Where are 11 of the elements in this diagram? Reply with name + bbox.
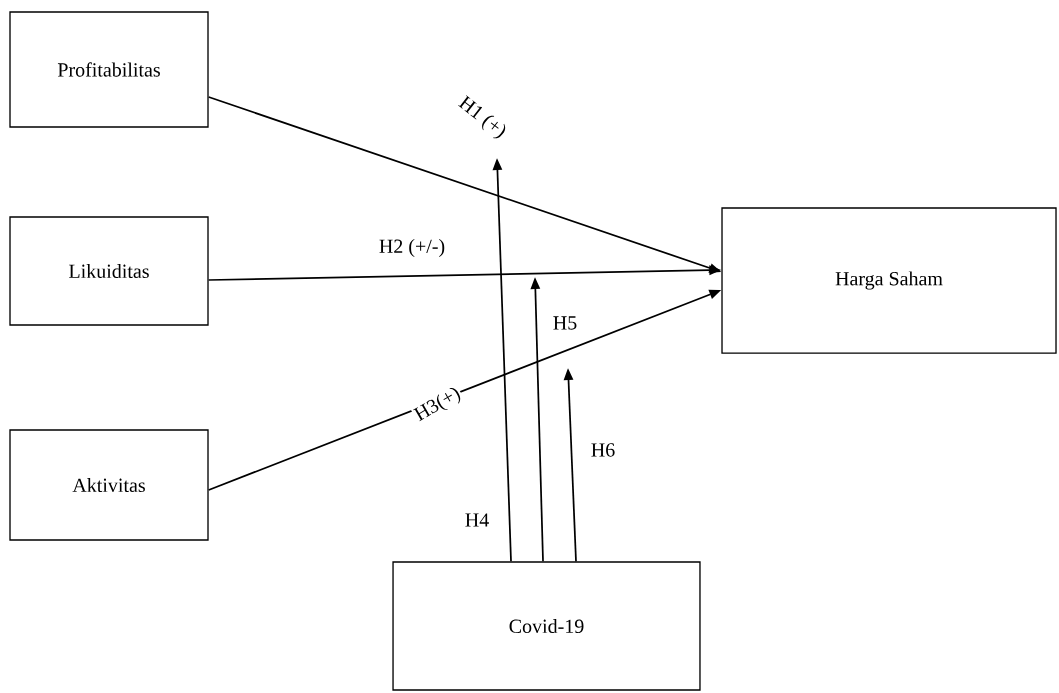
variable-box: Harga Saham	[721, 207, 1057, 354]
edge-label: H5	[551, 315, 579, 331]
variable-box: Profitabilitas	[9, 11, 209, 128]
edge-label: H2 (+/-)	[377, 237, 447, 259]
edge-label: H3(+)	[410, 383, 466, 427]
variable-box: Covid-19	[392, 561, 701, 691]
variable-box: Likuiditas	[9, 216, 209, 326]
edge-label: H6	[589, 441, 617, 459]
variable-box: Aktivitas	[9, 429, 209, 541]
edge-label: H4	[463, 512, 491, 528]
edge-label: H1 (+)	[453, 92, 511, 144]
